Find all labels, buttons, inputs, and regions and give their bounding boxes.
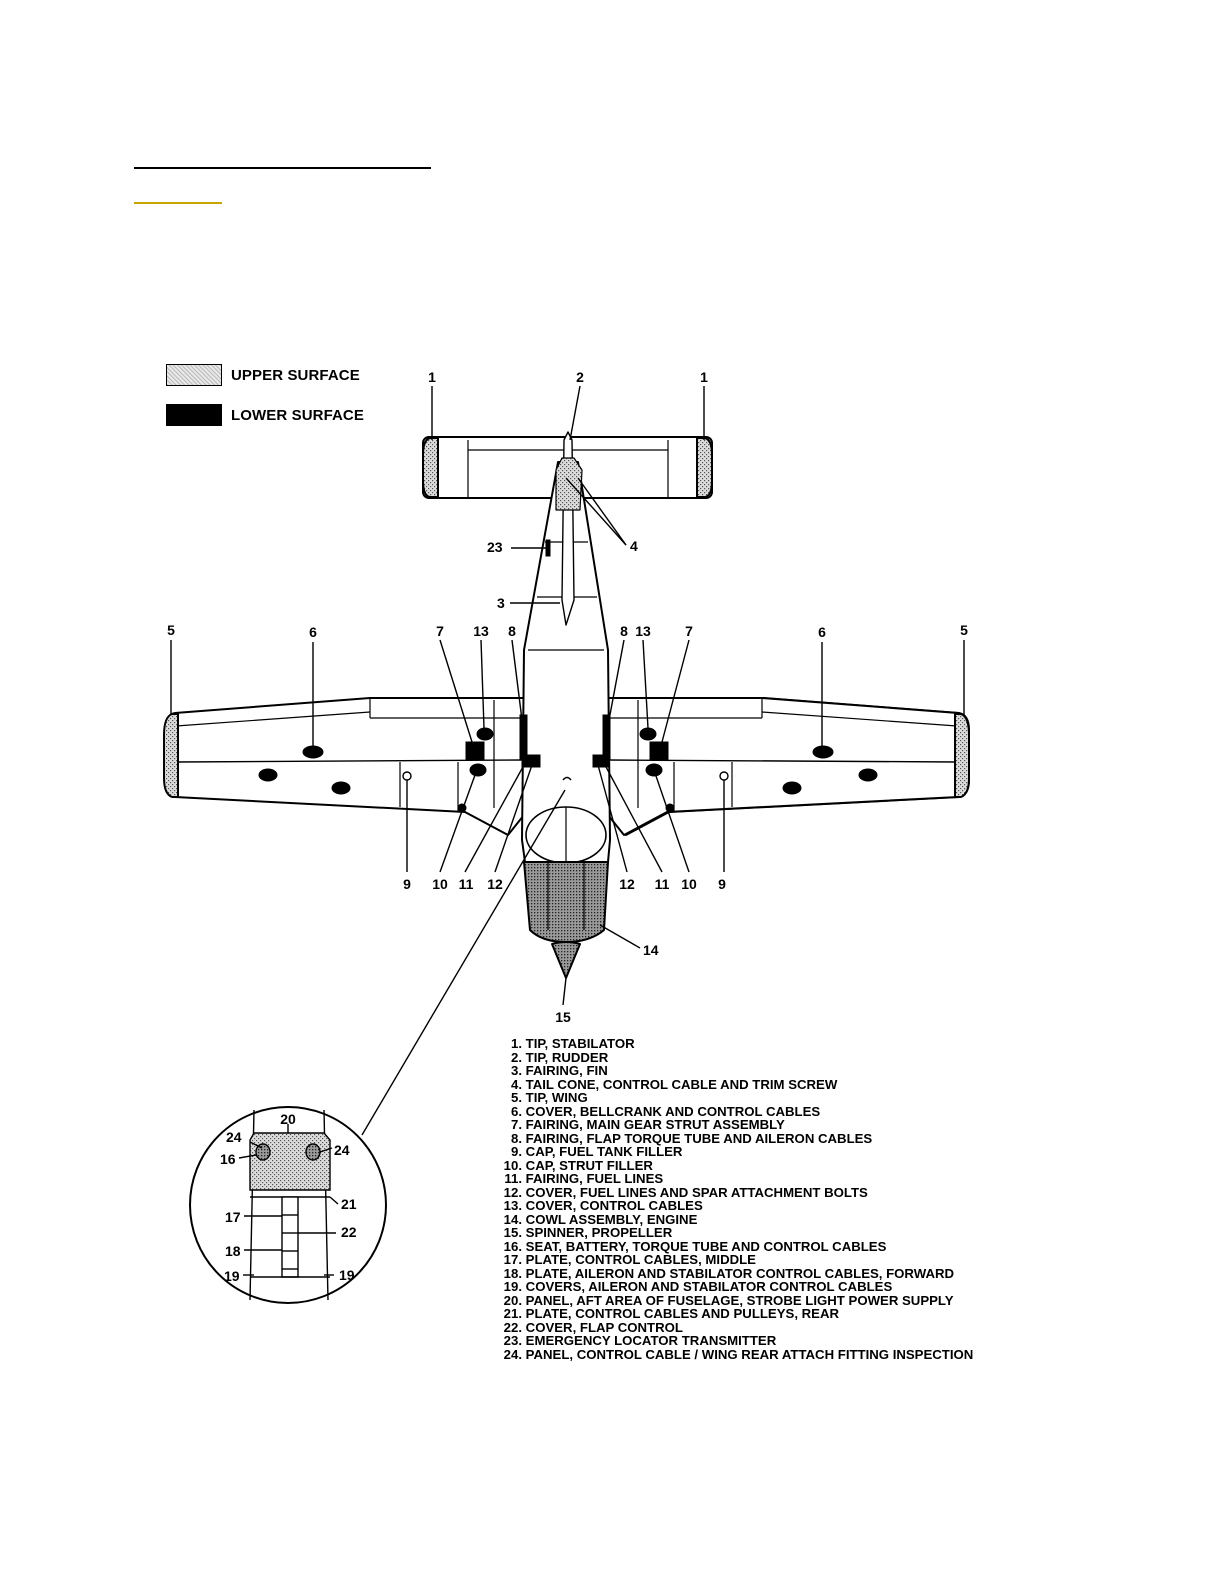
callout-14: 14 xyxy=(643,942,659,958)
callout-24: 24 xyxy=(226,1129,242,1145)
callout-22: 22 xyxy=(341,1224,357,1240)
legend-lower: LOWER SURFACE xyxy=(166,404,364,426)
parts-list-item: 14. COWL ASSEMBLY, ENGINE xyxy=(503,1211,698,1227)
parts-list-item: 18. PLATE, AILERON AND STABILATOR CONTRO… xyxy=(503,1265,955,1281)
callout-24: 24 xyxy=(334,1142,350,1158)
parts-list-item: 13. COVER, CONTROL CABLES xyxy=(503,1198,703,1213)
callout-19: 19 xyxy=(224,1268,240,1284)
callout-8: 8 xyxy=(508,623,516,639)
callout-6: 6 xyxy=(309,624,317,640)
callout-8: 8 xyxy=(620,623,628,639)
callout-12: 12 xyxy=(619,876,635,892)
callout-10: 10 xyxy=(681,876,697,892)
parts-list-item: 4. TAIL CONE, CONTROL CABLE AND TRIM SCR… xyxy=(511,1076,838,1092)
parts-list-item: 22. COVER, FLAP CONTROL xyxy=(503,1319,683,1335)
upper-surface-swatch xyxy=(166,364,222,386)
callout-23: 23 xyxy=(487,539,503,555)
lower-surface-label: LOWER SURFACE xyxy=(231,406,364,424)
fuselage xyxy=(521,431,611,979)
callout-11: 11 xyxy=(459,876,474,892)
callout-7: 7 xyxy=(436,623,444,639)
callout-5: 5 xyxy=(167,622,175,638)
callout-7: 7 xyxy=(685,623,693,639)
callout-3: 3 xyxy=(497,595,505,611)
lower-surface-swatch xyxy=(166,404,222,426)
header-rule-accent xyxy=(134,202,222,204)
parts-list-item: 19. COVERS, AILERON AND STABILATOR CONTR… xyxy=(503,1279,893,1294)
callout-6: 6 xyxy=(818,624,826,640)
parts-list-item: 23. EMERGENCY LOCATOR TRANSMITTER xyxy=(503,1333,777,1348)
callout-21: 21 xyxy=(341,1196,357,1212)
callout-1: 1 xyxy=(428,369,436,385)
parts-list-item: 7. FAIRING, MAIN GEAR STRUT ASSEMBLY xyxy=(511,1117,785,1132)
callout-13: 13 xyxy=(473,623,489,639)
parts-list-item: 24. PANEL, CONTROL CABLE / WING REAR ATT… xyxy=(503,1346,974,1362)
callout-9: 9 xyxy=(403,876,411,892)
detail-inset xyxy=(189,1106,387,1304)
wing-tip-left xyxy=(163,713,179,798)
parts-list-item: 3. FAIRING, FIN xyxy=(511,1063,608,1078)
callout-15: 15 xyxy=(555,1009,571,1025)
callout-13: 13 xyxy=(635,623,651,639)
callout-10: 10 xyxy=(432,876,448,892)
callout-11: 11 xyxy=(655,876,670,892)
stabilator-tip-right xyxy=(696,437,713,498)
parts-list-item: 6. COVER, BELLCRANK AND CONTROL CABLES xyxy=(511,1103,821,1119)
callout-5: 5 xyxy=(960,622,968,638)
leader-lines xyxy=(170,385,965,1136)
wing-tip-right xyxy=(954,713,970,798)
callout-2: 2 xyxy=(576,369,584,385)
parts-list-item: 21. PLATE, CONTROL CABLES AND PULLEYS, R… xyxy=(503,1306,840,1321)
parts-list-item: 17. PLATE, CONTROL CABLES, MIDDLE xyxy=(503,1252,756,1267)
parts-list-item: 11. FAIRING, FUEL LINES xyxy=(504,1171,664,1186)
parts-list-item: 5. TIP, WING xyxy=(511,1090,588,1105)
cowl xyxy=(523,861,609,943)
legend-upper: UPPER SURFACE xyxy=(166,364,360,386)
parts-list-item: 15. SPINNER, PROPELLER xyxy=(503,1225,673,1240)
callout-labels: 1 2 1 4 23 3 5 6 7 13 8 8 13 7 6 5 9 10 … xyxy=(167,369,968,1284)
parts-list-item: 16. SEAT, BATTERY, TORQUE TUBE AND CONTR… xyxy=(503,1238,887,1254)
parts-list-item: 2. TIP, RUDDER xyxy=(511,1049,609,1065)
wing-right xyxy=(607,697,970,836)
stabilator-tip-left xyxy=(422,437,439,498)
callout-16: 16 xyxy=(220,1151,236,1167)
parts-list-item: 20. PANEL, AFT AREA OF FUSELAGE, STROBE … xyxy=(503,1292,954,1308)
parts-list-item: 1. TIP, STABILATOR xyxy=(511,1036,635,1051)
lower-surface-panels xyxy=(258,539,878,813)
callout-4: 4 xyxy=(630,538,638,554)
callout-17: 17 xyxy=(225,1209,241,1225)
callout-18: 18 xyxy=(225,1243,241,1259)
spinner xyxy=(551,941,581,979)
callout-1: 1 xyxy=(700,369,708,385)
callout-19: 19 xyxy=(339,1267,355,1283)
parts-list-item: 10. CAP, STRUT FILLER xyxy=(503,1157,653,1173)
upper-surface-label: UPPER SURFACE xyxy=(231,366,360,384)
parts-list-item: 9. CAP, FUEL TANK FILLER xyxy=(511,1144,683,1159)
callout-20: 20 xyxy=(280,1111,296,1127)
callout-12: 12 xyxy=(487,876,503,892)
header-rule xyxy=(134,167,431,169)
parts-list-item: 8. FAIRING, FLAP TORQUE TUBE AND AILERON… xyxy=(511,1130,873,1146)
parts-list: 1. TIP, STABILATOR 2. TIP, RUDDER 3. FAI… xyxy=(494,1036,974,1362)
parts-list-item: 12. COVER, FUEL LINES AND SPAR ATTACHMEN… xyxy=(503,1184,868,1200)
callout-9: 9 xyxy=(718,876,726,892)
